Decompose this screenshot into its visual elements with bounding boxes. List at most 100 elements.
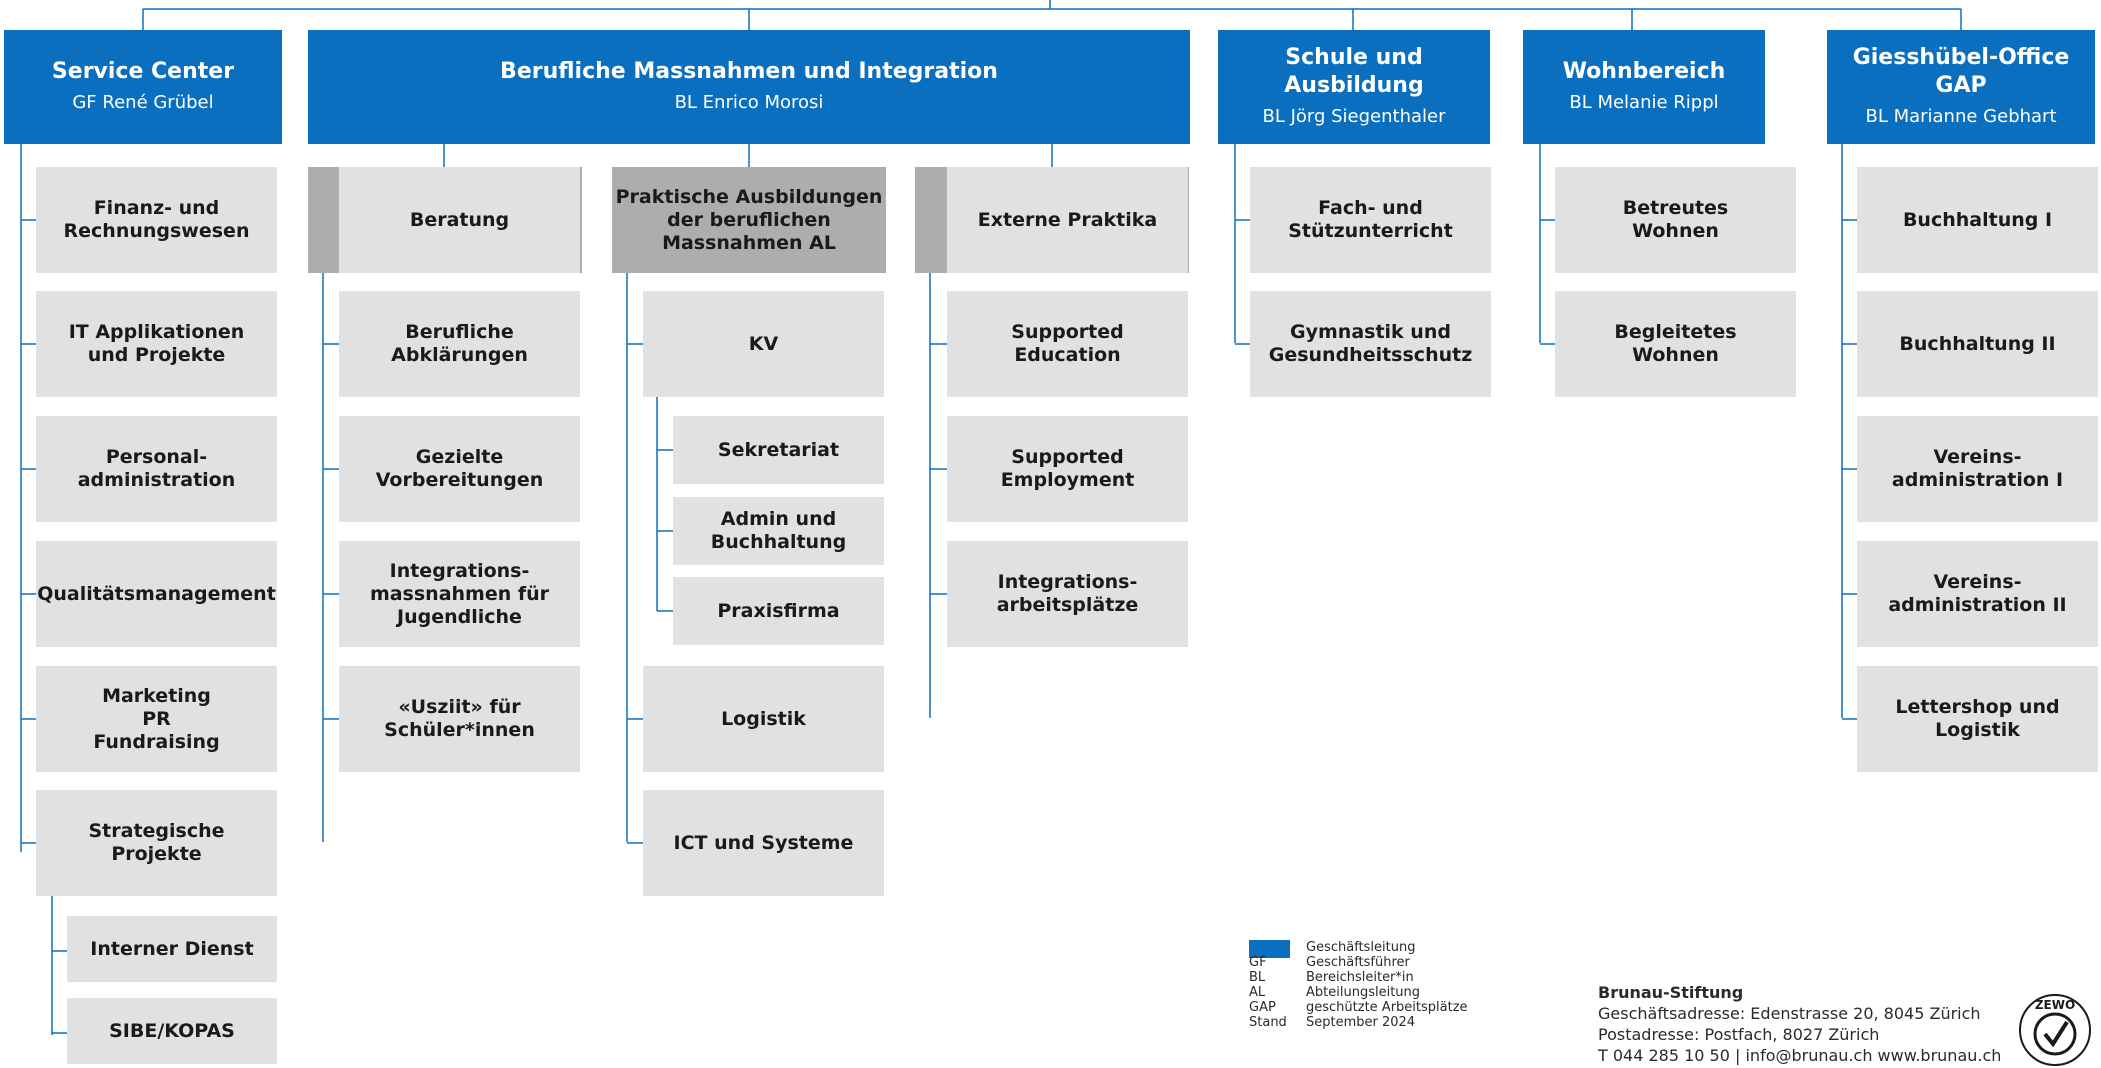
group-header-text: Praktische Ausbildungen	[615, 185, 883, 208]
legend-desc: geschützte Arbeitsplätze	[1306, 1000, 1468, 1015]
unit-box: SIBE/KOPAS	[67, 998, 277, 1064]
unit-box-text: Employment	[1000, 469, 1135, 491]
foundation-name: Brunau-Stiftung	[1598, 983, 1744, 1002]
department-lead: BL Marianne Gebhart	[1865, 106, 2057, 127]
unit-box-text: Buchhaltung	[710, 531, 847, 553]
unit-box: Buchhaltung II	[1857, 291, 2098, 397]
unit-box: ICT und Systeme	[643, 790, 884, 896]
unit-box-text: Abklärungen	[391, 344, 528, 366]
unit-box-text: PR	[142, 707, 171, 730]
unit-box-text: Rechnungswesen	[63, 220, 250, 242]
unit-box-text: Supported	[1011, 321, 1124, 343]
unit-box-text: Integrations-	[997, 571, 1138, 593]
unit-box-text: IT Applikationen	[68, 321, 245, 343]
unit-box-text: SIBE/KOPAS	[109, 1019, 235, 1042]
unit-box-text: Betreutes	[1622, 197, 1729, 219]
department-lead: GF René Grübel	[72, 92, 214, 113]
unit-box: Externe Praktika	[947, 167, 1188, 273]
unit-box: Vereins-administration I	[1857, 416, 2098, 522]
unit-box-text: Vereins-	[1933, 446, 2022, 468]
unit-box: Sekretariat	[673, 416, 884, 484]
unit-box-text: Education	[1014, 344, 1121, 366]
unit-box-text: Beratung	[409, 208, 510, 231]
unit-box-text: Schüler*innen	[384, 719, 535, 741]
unit-box-text: Gesundheitsschutz	[1268, 344, 1473, 366]
unit-box-text: Integrations-	[389, 559, 530, 582]
legend-desc: Abteilungsleitung	[1306, 985, 1421, 1000]
unit-box-text: und Projekte	[87, 344, 226, 366]
unit-box-text: Personal-	[105, 446, 208, 468]
department-lead: BL Melanie Rippl	[1569, 92, 1719, 113]
unit-box-text: Logistik	[1935, 719, 2020, 741]
unit-box-text: Logistik	[721, 707, 806, 730]
legend-abbr: GF	[1249, 955, 1267, 970]
unit-box: Vereins-administration II	[1857, 541, 2098, 647]
unit-box-text: Begleitetes	[1614, 321, 1737, 343]
contact-line: T 044 285 10 50 | info@brunau.ch www.bru…	[1598, 1046, 2002, 1065]
unit-box-text: Stützunterricht	[1288, 220, 1453, 242]
foundation-address: Brunau-Stiftung Geschäftsadresse: Edenst…	[1598, 982, 2001, 1066]
unit-box: KV	[643, 291, 884, 397]
unit-box: Buchhaltung I	[1857, 167, 2098, 273]
unit-box-text: Externe Praktika	[977, 208, 1158, 231]
legend-desc: September 2024	[1306, 1015, 1416, 1030]
group-header-text: der beruflichen	[667, 208, 831, 231]
unit-box: Qualitätsmanagement	[36, 541, 277, 647]
unit-box-text: Admin und	[720, 508, 837, 530]
unit-box: Personal-administration	[36, 416, 277, 522]
unit-box: Praxisfirma	[673, 577, 884, 645]
legend-row: Geschäftsleitung	[1249, 940, 1489, 958]
business-address: Geschäftsadresse: Edenstrasse 20, 8045 Z…	[1598, 1004, 1981, 1023]
unit-box-text: Vereins-	[1933, 571, 2022, 593]
unit-box-text: Gezielte	[415, 446, 504, 468]
unit-box-text: Fundraising	[93, 730, 220, 753]
unit-box-text: Strategische	[88, 820, 225, 842]
unit-box-text: Interner Dienst	[90, 937, 254, 960]
unit-box-text: administration II	[1888, 594, 2067, 616]
unit-box-text: Marketing	[102, 684, 211, 707]
department-title: Service Center	[51, 59, 235, 84]
zewo-seal-icon: ZEWO	[2019, 994, 2091, 1066]
legend-desc: Bereichsleiter*in	[1306, 970, 1414, 985]
unit-box-text: Wohnen	[1632, 344, 1719, 366]
legend-abbr: GAP	[1249, 1000, 1276, 1015]
unit-box-text: Lettershop und	[1895, 696, 2060, 718]
unit-box: Interner Dienst	[67, 916, 277, 982]
department-title: Berufliche Massnahmen und Integration	[500, 59, 998, 84]
legend-swatch	[1249, 940, 1290, 958]
unit-box-text: «Usziit» für	[398, 696, 521, 718]
department-header: Berufliche Massnahmen und Integration BL …	[308, 30, 1190, 144]
legend-desc: Geschäftsführer	[1306, 955, 1410, 970]
department-lead: BL Enrico Morosi	[674, 92, 824, 113]
unit-box-text: Buchhaltung I	[1902, 208, 2053, 231]
unit-box-text: Wohnen	[1632, 220, 1719, 242]
unit-box-text: Supported	[1011, 446, 1124, 468]
legend-desc: Geschäftsleitung	[1306, 940, 1416, 955]
unit-box-text: Qualitätsmanagement	[37, 582, 276, 605]
unit-box-text: Praxisfirma	[717, 599, 840, 622]
unit-box-text: arbeitsplätze	[996, 594, 1139, 616]
group-header-text: Massnahmen AL	[662, 231, 836, 254]
postal-address: Postadresse: Postfach, 8027 Zürich	[1598, 1025, 1880, 1044]
svg-text:ZEWO: ZEWO	[2035, 998, 2075, 1012]
